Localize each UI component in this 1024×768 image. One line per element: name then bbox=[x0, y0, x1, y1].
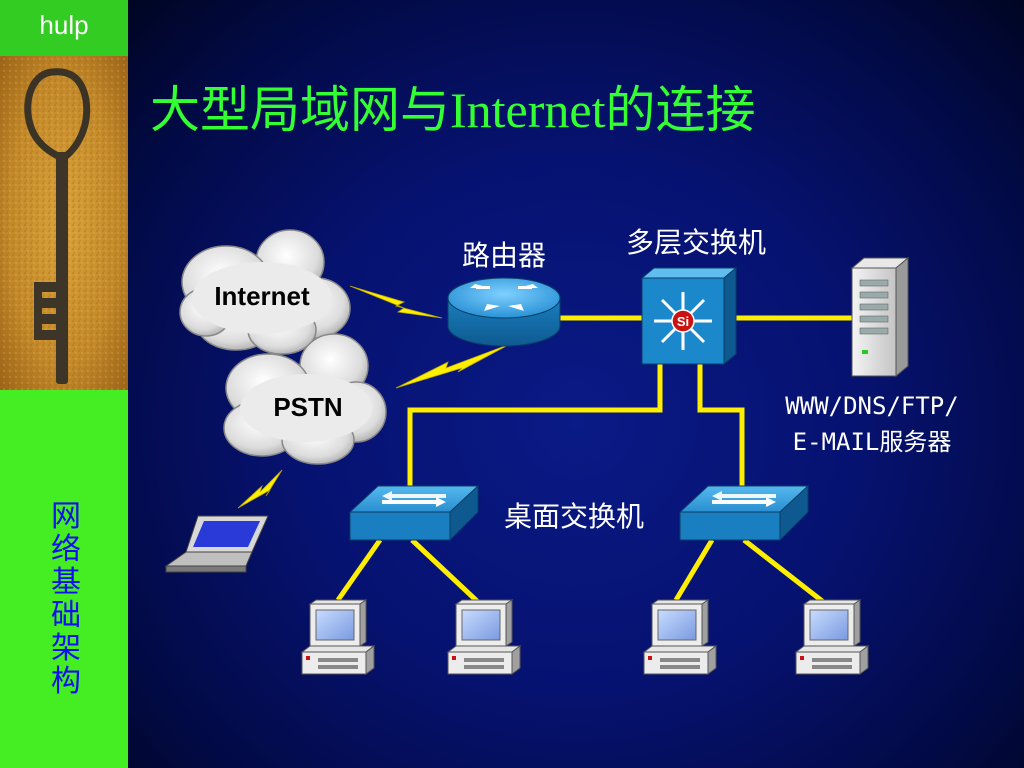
server-label-line1: WWW/DNS/FTP/ bbox=[785, 392, 958, 420]
router-label: 路由器 bbox=[462, 239, 546, 272]
desktop-computer-icon bbox=[300, 599, 376, 675]
vertical-char: 基 bbox=[51, 565, 81, 600]
internet-cloud-label: Internet bbox=[214, 281, 310, 311]
link-switch1-to-pc1 bbox=[335, 538, 383, 602]
vertical-char: 网 bbox=[51, 499, 81, 534]
server-icon bbox=[850, 256, 910, 378]
multilayer-switch-icon bbox=[640, 266, 738, 366]
key-photo bbox=[0, 56, 128, 390]
sidebar-vertical-text: 网 络 基 础 架 构 bbox=[44, 500, 88, 698]
lightning-icon bbox=[349, 285, 443, 319]
sidebar-tag: hulp bbox=[0, 0, 128, 56]
router-icon bbox=[447, 277, 561, 347]
vertical-char: 构 bbox=[51, 664, 81, 699]
desktop-switch-icon bbox=[348, 484, 480, 542]
title-part2: Internet bbox=[450, 82, 606, 138]
sidebar: hulp bbox=[0, 0, 128, 768]
sidebar-tag-label: hulp bbox=[39, 10, 89, 40]
title-part1: 大型局域网与 bbox=[150, 81, 450, 139]
network-links bbox=[335, 315, 852, 606]
vertical-char: 础 bbox=[51, 598, 81, 633]
internet-cloud-icon bbox=[179, 229, 351, 355]
link-switch1-to-pc2 bbox=[410, 538, 480, 604]
server-label-line2: E-MAIL服务器 bbox=[793, 428, 952, 456]
desktop-switch-icon bbox=[678, 484, 810, 542]
desktop-computer-icon bbox=[446, 599, 522, 675]
link-multilayer-switch-to-desktop-switch-1 bbox=[407, 362, 663, 490]
title-part3: 的连接 bbox=[605, 81, 756, 139]
desktop-computer-icon bbox=[642, 599, 718, 675]
desktop-switch-label: 桌面交换机 bbox=[504, 500, 644, 533]
wireless-links bbox=[237, 285, 511, 509]
laptop-icon bbox=[164, 515, 269, 573]
key-icon bbox=[24, 68, 91, 384]
multilayer-switch-label: 多层交换机 bbox=[626, 226, 766, 259]
lightning-icon bbox=[395, 343, 511, 389]
pstn-cloud-icon bbox=[223, 333, 387, 465]
multilayer-switch-badge: Si bbox=[677, 314, 689, 329]
link-switch2-to-pc3 bbox=[673, 538, 715, 602]
pstn-cloud-label: PSTN bbox=[273, 392, 342, 422]
desktop-computer-icon bbox=[794, 599, 870, 675]
page-title: 大型局域网与Internet的连接 bbox=[150, 70, 755, 142]
vertical-char: 架 bbox=[51, 631, 81, 666]
vertical-char: 络 bbox=[51, 532, 81, 567]
lightning-icon bbox=[237, 469, 283, 509]
link-switch2-to-pc4 bbox=[742, 538, 828, 606]
link-multilayer-switch-to-desktop-switch-2 bbox=[697, 362, 745, 490]
